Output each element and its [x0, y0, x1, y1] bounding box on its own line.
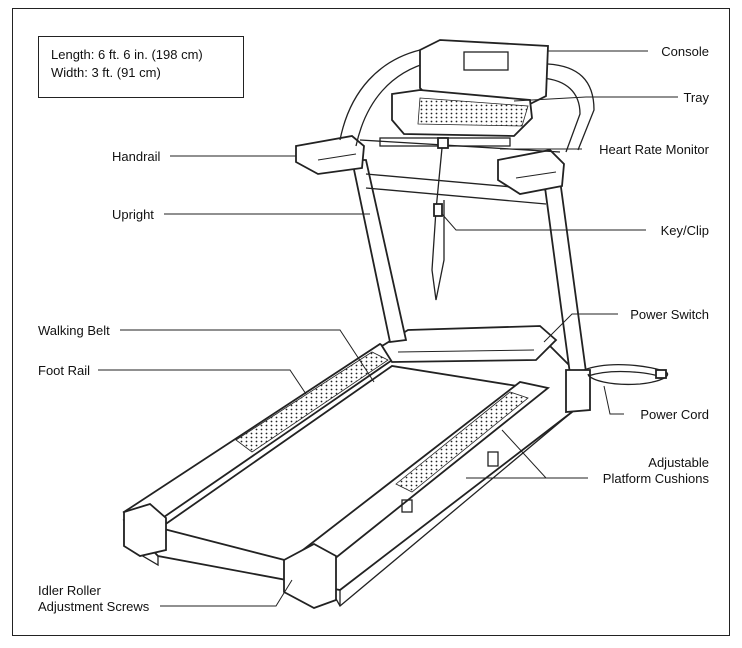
length-text: Length: 6 ft. 6 in. (198 cm): [51, 47, 203, 62]
label-upright: Upright: [112, 207, 154, 222]
leader-lines: [98, 50, 678, 607]
tray: [391, 89, 533, 137]
label-heart-rate-monitor: Heart Rate Monitor: [599, 142, 709, 157]
upright-left: [350, 159, 408, 343]
label-platform-cushions: Platform Cushions: [602, 471, 709, 486]
label-handrail: Handrail: [112, 149, 161, 164]
handrail-left: [295, 135, 365, 175]
rear-end-cap-right: [283, 542, 337, 609]
label-tray: Tray: [683, 90, 709, 105]
label-foot-rail: Foot Rail: [38, 363, 91, 378]
label-key-clip: Key/Clip: [660, 223, 709, 238]
label-walking-belt: Walking Belt: [38, 323, 110, 338]
safety-key: [431, 137, 449, 301]
label-idler-roller: Idler Roller: [38, 583, 101, 598]
diagram-frame: [12, 8, 730, 636]
motor-hood: [380, 325, 558, 363]
dimensions-box: Length: 6 ft. 6 in. (198 cm) Width: 3 ft…: [38, 36, 244, 98]
rear-end-cap-left: [123, 502, 167, 557]
label-adjustment-screws: Adjustment Screws: [38, 599, 150, 614]
label-power-switch: Power Switch: [630, 307, 709, 322]
handrail-right: [497, 149, 565, 195]
label-adjustable: Adjustable: [648, 455, 709, 470]
power-cord: [583, 364, 669, 386]
width-text: Width: 3 ft. (91 cm): [51, 65, 161, 80]
platform-cushions: [401, 451, 499, 513]
label-console: Console: [661, 44, 709, 59]
label-power-cord: Power Cord: [640, 407, 709, 422]
